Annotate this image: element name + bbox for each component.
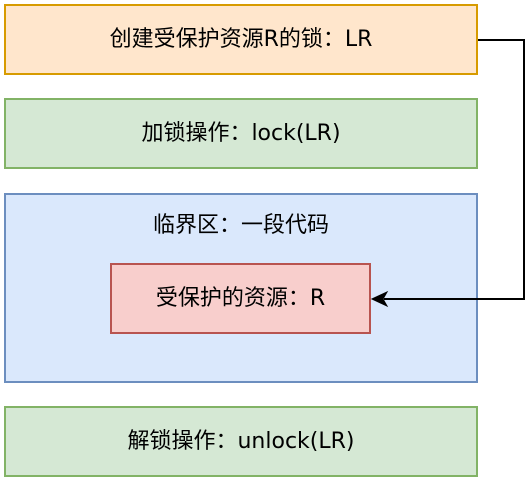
protected-resource-box: 受保护的资源：R [110,263,371,334]
protected-resource-label: 受保护的资源：R [155,285,326,311]
create-lock-label: 创建受保护资源R的锁：LR [109,26,373,52]
critical-section-label: 临界区：一段代码 [152,213,329,238]
release-lock-label: 解锁操作：unlock(LR) [127,428,355,454]
acquire-lock-box: 加锁操作：lock(LR) [4,98,478,169]
release-lock-box: 解锁操作：unlock(LR) [4,406,478,477]
acquire-lock-label: 加锁操作：lock(LR) [141,120,341,146]
create-lock-box: 创建受保护资源R的锁：LR [4,4,478,75]
